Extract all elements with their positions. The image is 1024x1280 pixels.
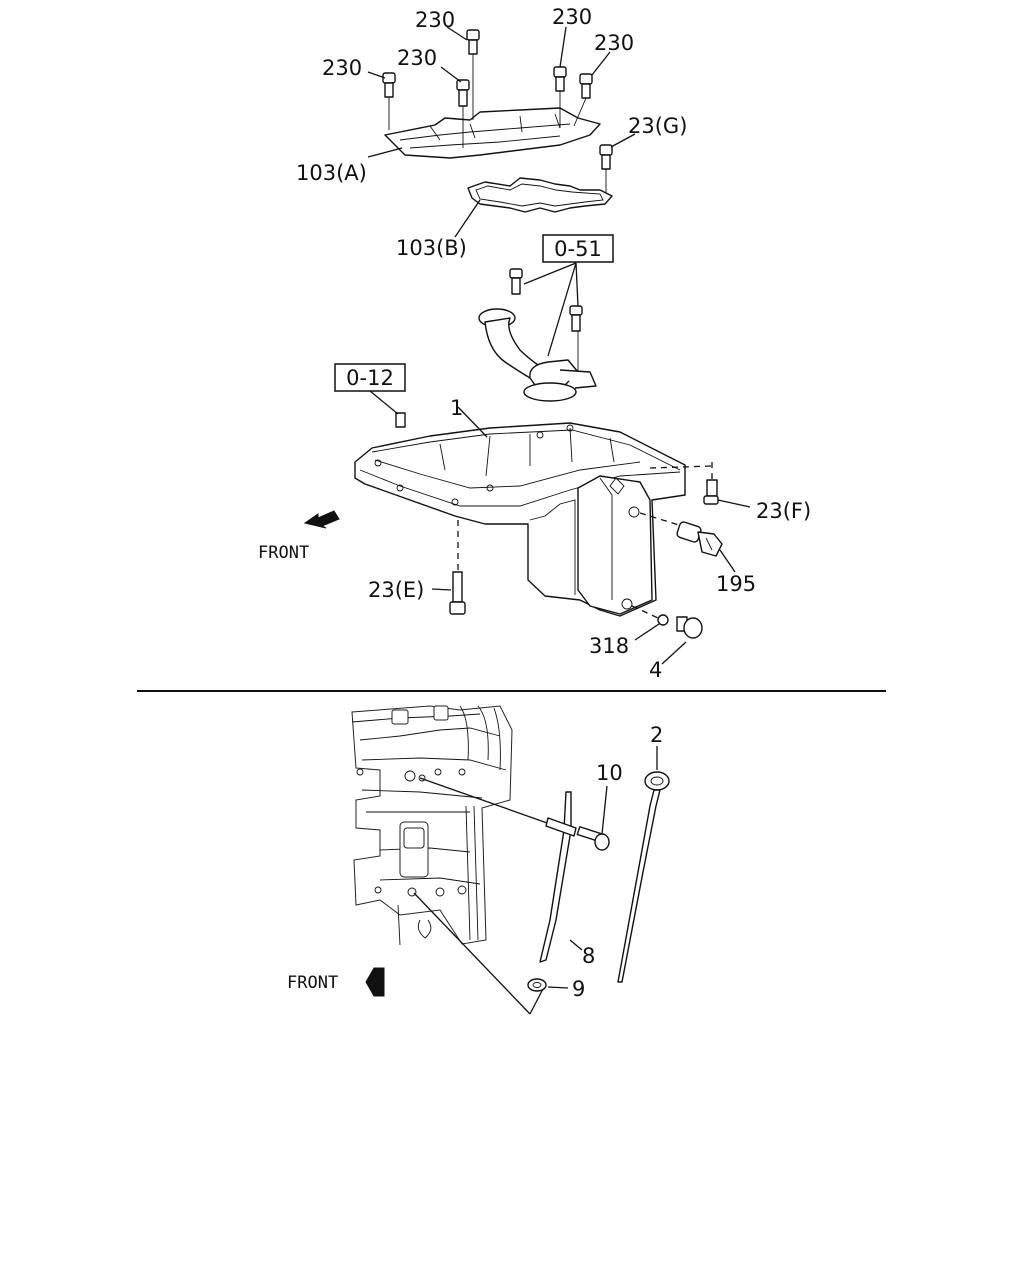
front-arrow-icon: [303, 510, 340, 529]
ref-box-0-51: 0-51: [542, 234, 614, 263]
bolt-23e-icon: [449, 571, 466, 615]
label-230: 230: [397, 46, 437, 70]
front-label: FRONT: [287, 973, 338, 993]
label-103a: 103(A): [296, 161, 367, 185]
oil-level-sensor-icon: [676, 521, 723, 557]
engine-block: [351, 705, 513, 946]
label-103b: 103(B): [396, 236, 467, 260]
label-23f: 23(F): [756, 499, 811, 523]
label-9: 9: [572, 977, 585, 1001]
label-230: 230: [322, 56, 362, 80]
label-4: 4: [649, 658, 662, 682]
label-230: 230: [552, 5, 592, 29]
bolt-230-icon: [456, 79, 470, 107]
label-1: 1: [450, 396, 463, 420]
front-label: FRONT: [258, 543, 309, 563]
label-230: 230: [594, 31, 634, 55]
bolt-23g-icon: [599, 144, 613, 170]
strainer-bolt-icon: [569, 305, 583, 332]
washer-318-icon: [657, 614, 669, 626]
dipstick-icon: [617, 771, 670, 983]
bolt-23f-icon: [703, 479, 719, 505]
o-ring-9-icon: [527, 978, 547, 992]
bolt-230-icon: [553, 66, 567, 92]
label-10: 10: [596, 761, 623, 785]
baffle-plate-103a: [384, 107, 601, 159]
oil-strainer: [478, 308, 597, 402]
gasket-103b: [467, 177, 613, 213]
bolt-230-icon: [382, 72, 396, 98]
strainer-bolt-icon: [509, 268, 523, 295]
ref-label-0-51: 0-51: [554, 237, 602, 261]
dipstick-guide-tube-icon: [539, 791, 577, 963]
drain-plug-4-icon: [676, 616, 703, 639]
ref-label-0-12: 0-12: [346, 366, 394, 390]
label-23g: 23(G): [628, 114, 687, 138]
front-arrow-icon: [365, 967, 385, 997]
bolt-230-icon: [466, 29, 480, 55]
label-2: 2: [650, 723, 663, 747]
bolt-10-icon: [576, 826, 610, 851]
label-8: 8: [582, 944, 595, 968]
label-23e: 23(E): [368, 578, 424, 602]
oil-pan: [354, 422, 686, 617]
label-195: 195: [716, 572, 756, 596]
lower-section: 2 10 8 9 FRONT: [287, 705, 670, 1015]
upper-section: 0-51 0-12 230 230 230 230 230 23(G) 103(…: [258, 5, 811, 682]
label-318: 318: [589, 634, 629, 658]
ref-box-0-12: 0-12: [334, 363, 406, 392]
label-230: 230: [415, 8, 455, 32]
bolt-230-icon: [579, 73, 593, 99]
dowel-pin-icon: [395, 412, 406, 428]
